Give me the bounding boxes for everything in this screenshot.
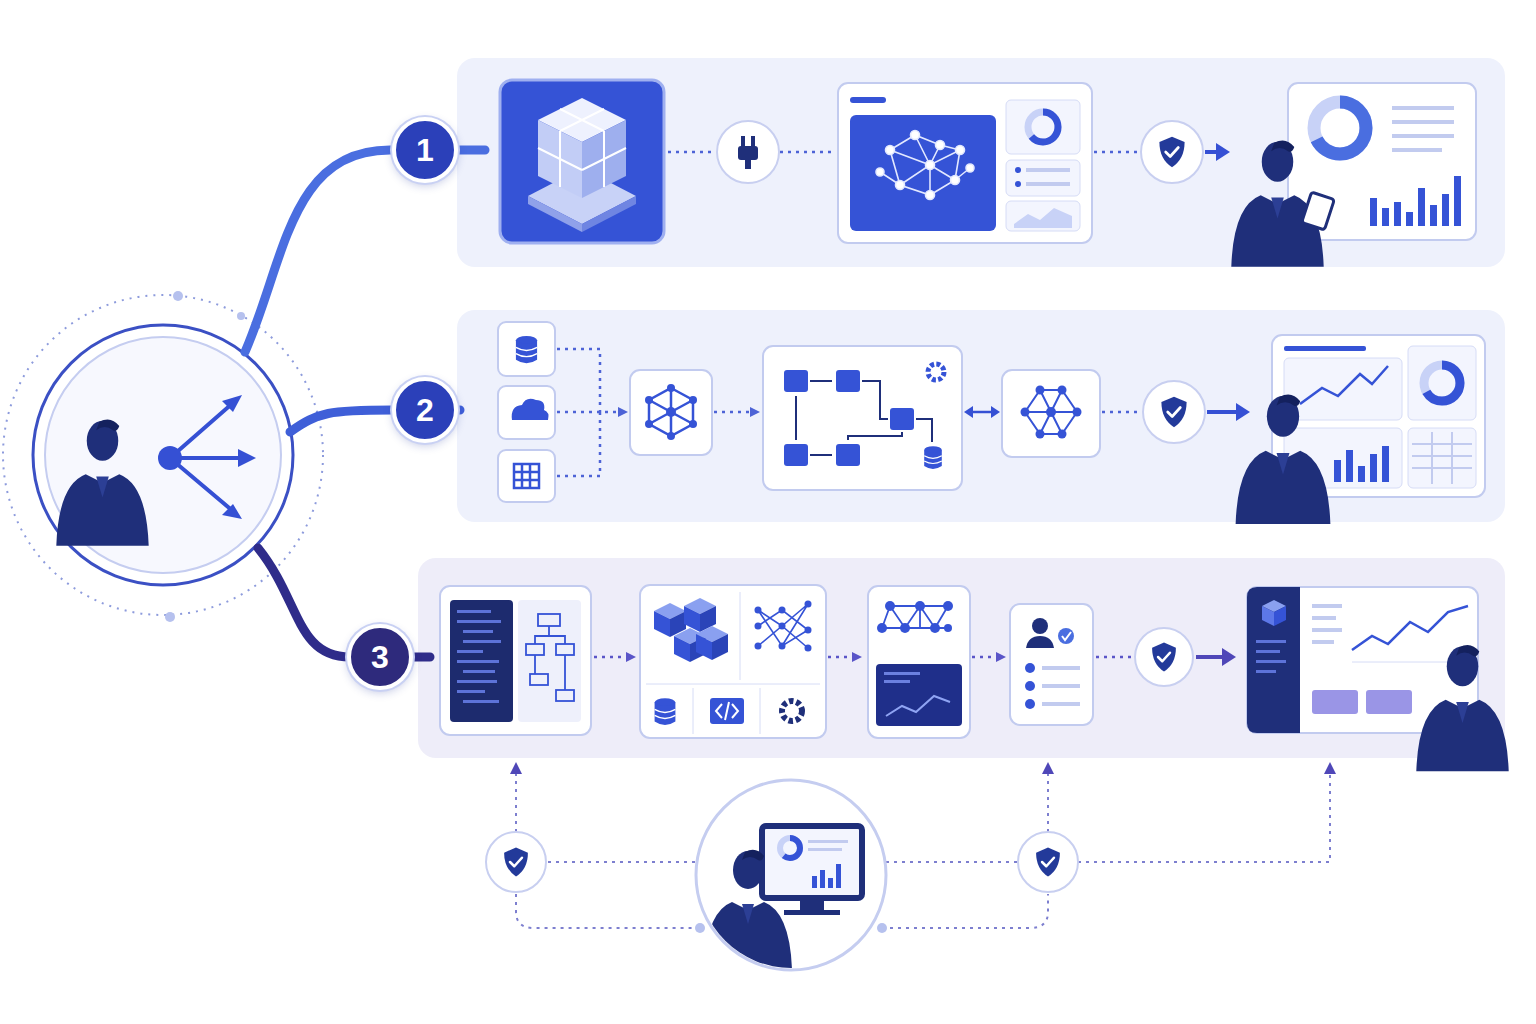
callout-number: 2 xyxy=(416,392,434,429)
branch-line xyxy=(245,150,485,657)
monitoring-loop xyxy=(486,762,1336,970)
callout-number: 1 xyxy=(416,132,434,169)
lane-one-flow xyxy=(500,80,1476,267)
lane-three-flow xyxy=(440,585,1509,771)
step-number-circle: 1 xyxy=(392,117,458,183)
lane-two-flow xyxy=(498,322,1485,524)
step-number-circle: 2 xyxy=(392,377,458,443)
lane-band xyxy=(418,58,1505,758)
step-number-circle: 3 xyxy=(347,624,413,690)
callout-number: 3 xyxy=(371,639,389,676)
